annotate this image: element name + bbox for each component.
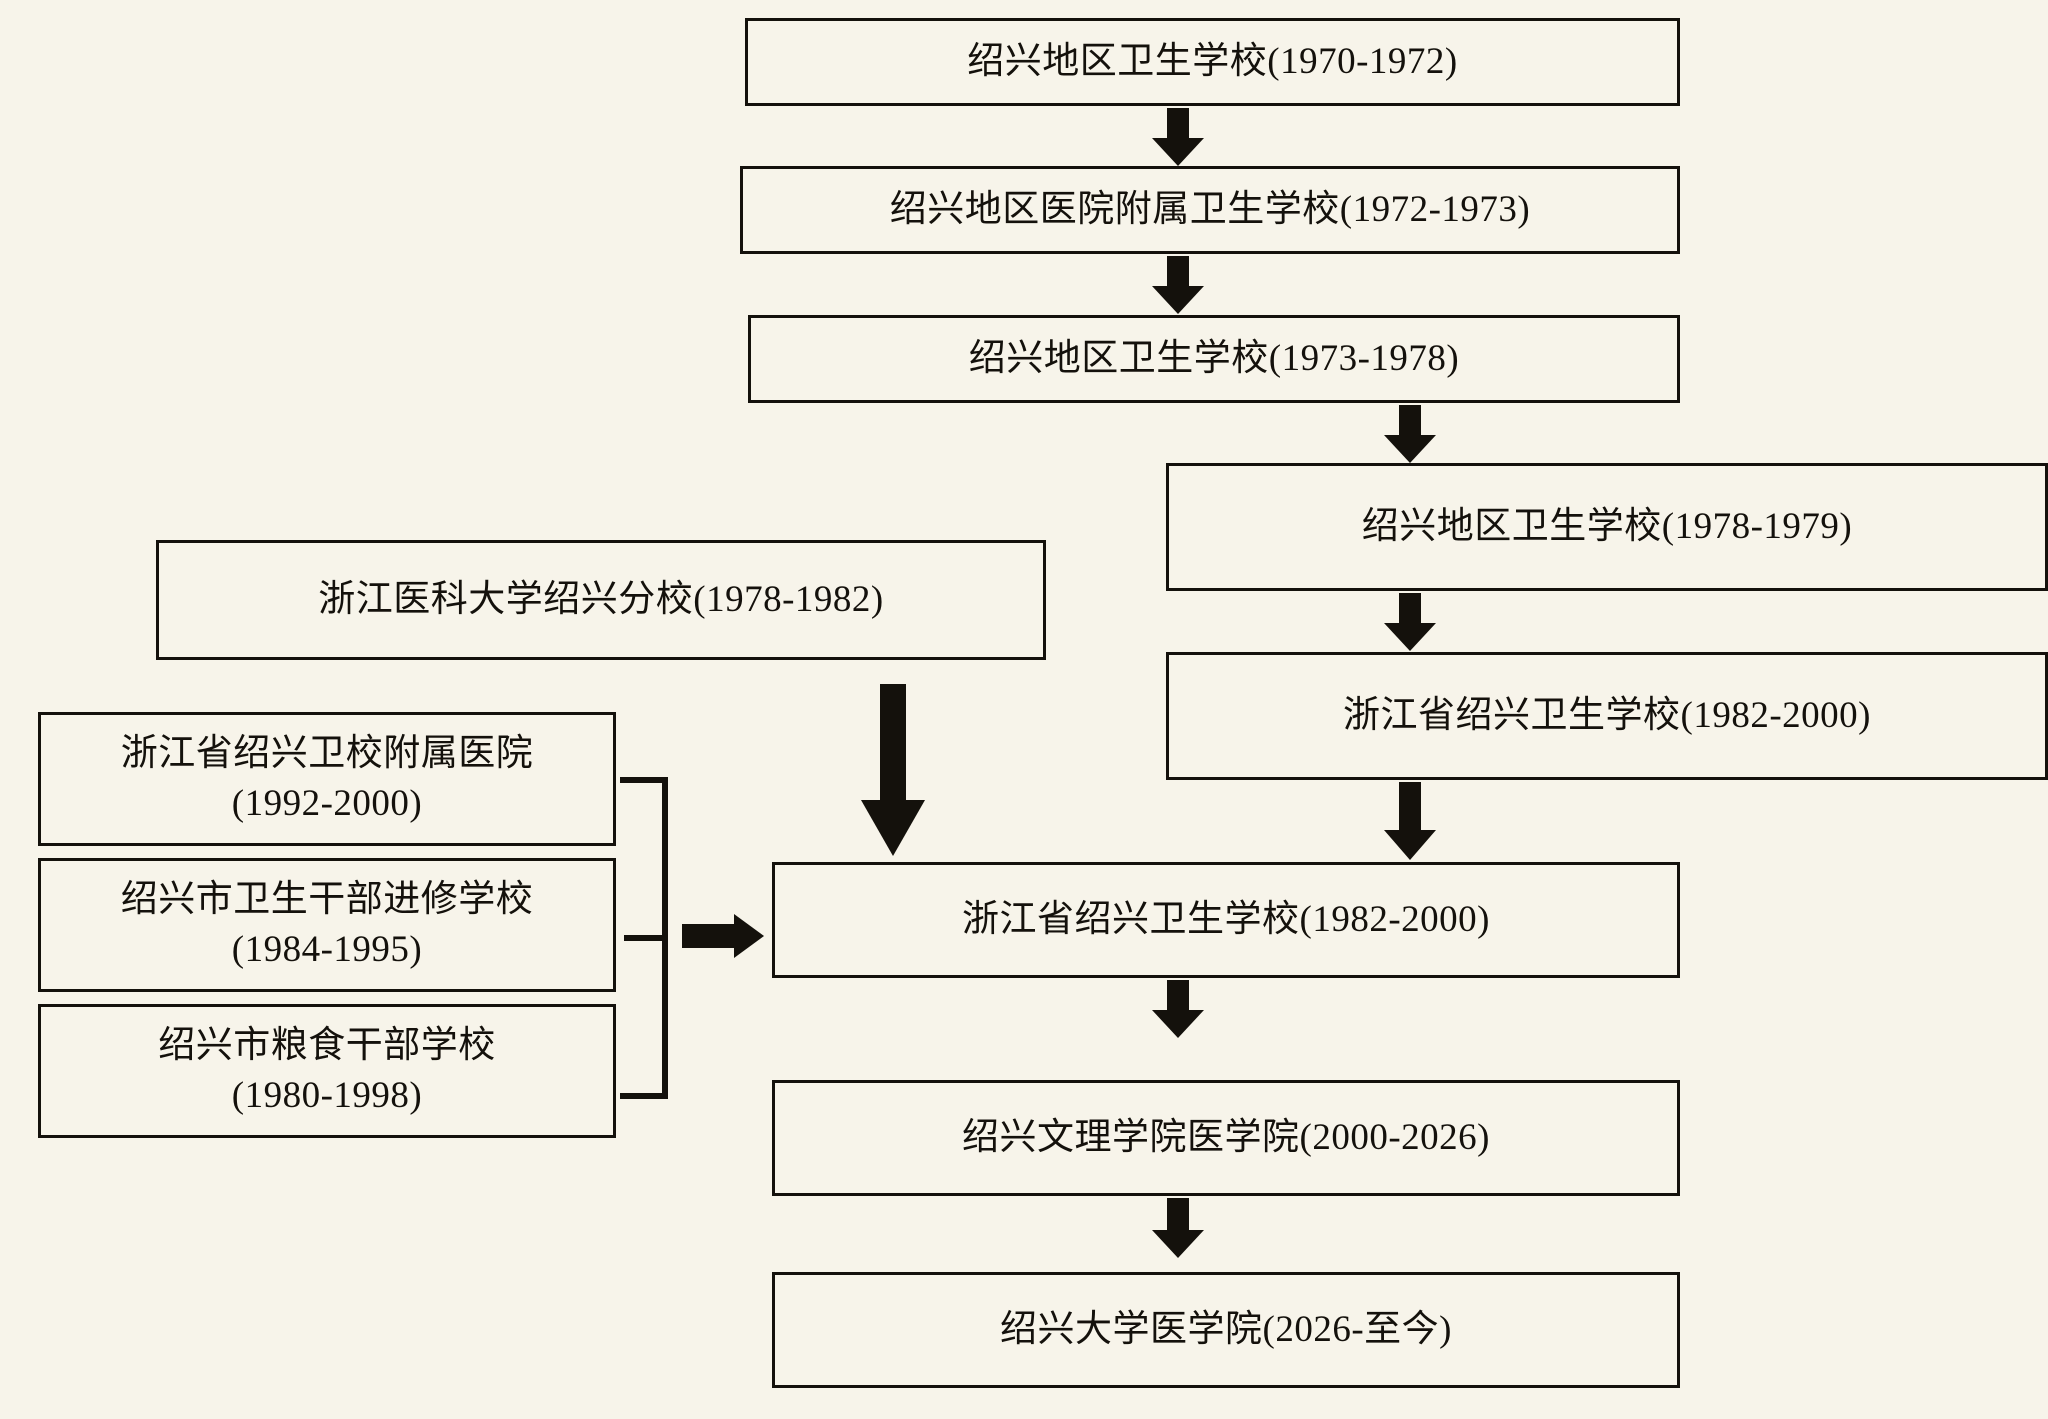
arrow-bracket-to-n10 [682, 912, 764, 960]
node-shaoxing-district-health-school-1970[interactable]: 绍兴地区卫生学校(1970-1972) [745, 18, 1680, 106]
bracket-stub-middle [624, 935, 668, 941]
node-zhejiang-shaoxing-health-school-1982-center[interactable]: 浙江省绍兴卫生学校(1982-2000) [772, 862, 1680, 978]
arrow-n10-to-n11 [1148, 980, 1208, 1038]
node-grain-cadre-school-1980[interactable]: 绍兴市粮食干部学校 (1980-1998) [38, 1004, 616, 1138]
node-label: 绍兴地区卫生学校(1978-1979) [1361, 506, 1853, 548]
node-label: 绍兴地区卫生学校(1970-1972) [967, 41, 1458, 83]
node-label: 浙江医科大学绍兴分校(1978-1982) [318, 579, 884, 621]
arrow-n1-to-n2 [1148, 108, 1208, 166]
node-shaoxing-district-health-school-1973[interactable]: 绍兴地区卫生学校(1973-1978) [748, 315, 1680, 403]
node-shaoxing-university-arts-sciences-medical-college-2000[interactable]: 绍兴文理学院医学院(2000-2026) [772, 1080, 1680, 1196]
bracket-stub-bottom [620, 1093, 668, 1099]
node-label: 绍兴市粮食干部学校 (1980-1998) [158, 1025, 496, 1116]
arrow-n4-to-n5 [1380, 593, 1440, 651]
node-zhejiang-shaoxing-health-school-1982-right[interactable]: 浙江省绍兴卫生学校(1982-2000) [1166, 652, 2048, 780]
node-shaoxing-district-health-school-1978[interactable]: 绍兴地区卫生学校(1978-1979) [1166, 463, 2048, 591]
node-label: 绍兴文理学院医学院(2000-2026) [962, 1117, 1490, 1159]
node-label: 浙江省绍兴卫生学校(1982-2000) [1343, 695, 1871, 737]
node-zhejiang-medical-university-shaoxing-branch-1978[interactable]: 浙江医科大学绍兴分校(1978-1982) [156, 540, 1046, 660]
node-district-hospital-affiliated-health-school-1972[interactable]: 绍兴地区医院附属卫生学校(1972-1973) [740, 166, 1680, 254]
arrow-n6-to-n10 [858, 684, 928, 856]
node-label: 浙江省绍兴卫生学校(1982-2000) [962, 899, 1490, 941]
merge-bracket [620, 777, 668, 1099]
arrow-n11-to-n12 [1148, 1198, 1208, 1258]
node-shaoxing-university-medical-college-2026[interactable]: 绍兴大学医学院(2026-至今) [772, 1272, 1680, 1388]
node-health-cadre-training-school-1984[interactable]: 绍兴市卫生干部进修学校 (1984-1995) [38, 858, 616, 992]
node-label: 浙江省绍兴卫校附属医院 (1992-2000) [120, 733, 534, 824]
node-label: 绍兴大学医学院(2026-至今) [1000, 1309, 1452, 1351]
node-label: 绍兴地区医院附属卫生学校(1972-1973) [889, 189, 1531, 231]
node-label: 绍兴地区卫生学校(1973-1978) [968, 338, 1460, 380]
bracket-stub-top [620, 777, 668, 783]
node-affiliated-hospital-1992[interactable]: 浙江省绍兴卫校附属医院 (1992-2000) [38, 712, 616, 846]
arrow-n3-to-n4 [1380, 405, 1440, 463]
arrow-n2-to-n3 [1148, 256, 1208, 314]
node-label: 绍兴市卫生干部进修学校 (1984-1995) [120, 879, 534, 970]
arrow-n5-to-n10 [1380, 782, 1440, 860]
